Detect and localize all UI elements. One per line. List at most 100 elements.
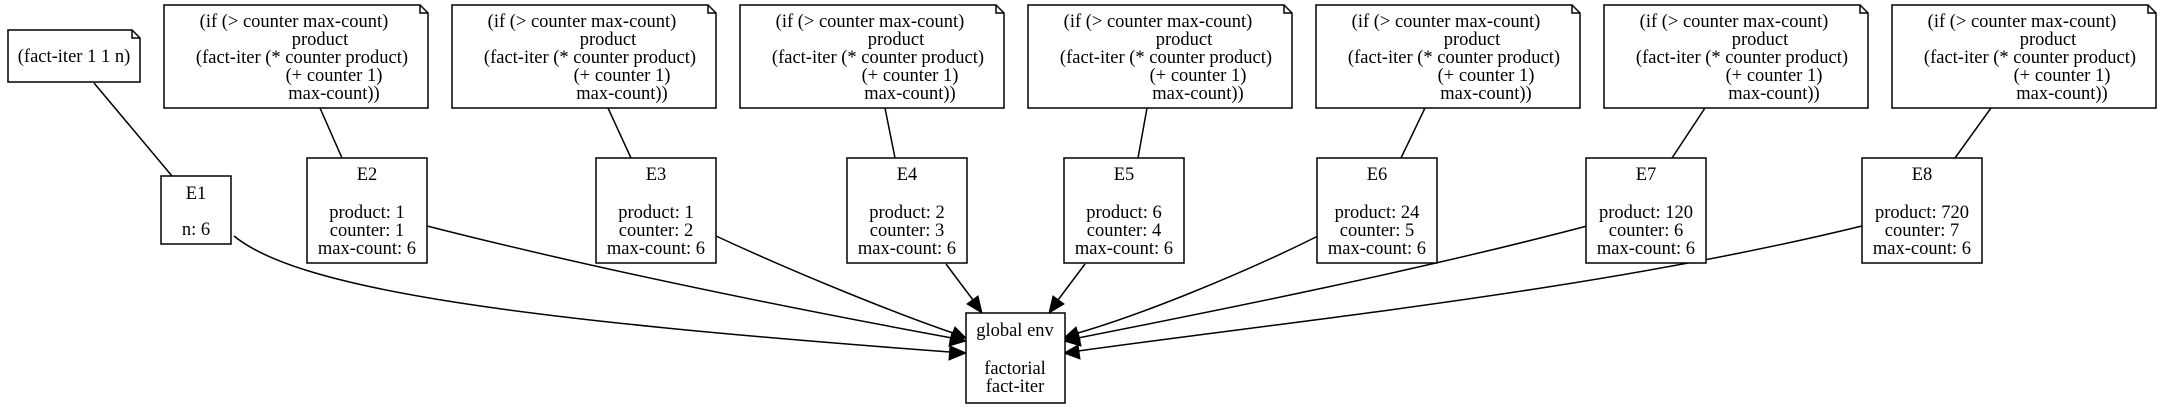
frame-e8-title: E8 bbox=[1912, 165, 1933, 185]
frame-e4-binding-counter: counter: 3 bbox=[870, 221, 945, 241]
frame-e5-binding-product: product: 6 bbox=[1086, 203, 1162, 223]
frame-e2-box bbox=[306, 157, 428, 264]
note-body-fold bbox=[1571, 5, 1580, 14]
frame-e6-title: E6 bbox=[1367, 165, 1388, 185]
frame-e6-binding-counter: counter: 5 bbox=[1340, 221, 1415, 241]
frame-e7-binding-max-count: max-count: 6 bbox=[1597, 239, 1695, 259]
note-body-line-4: (+ counter 1) bbox=[2014, 66, 2111, 86]
note-body-line-2: product bbox=[292, 30, 349, 50]
frame-e8-binding-product: product: 720 bbox=[1875, 203, 1969, 223]
edge-note-e5 bbox=[1137, 107, 1148, 159]
note-body-box bbox=[163, 4, 429, 109]
note-body-fold bbox=[2147, 5, 2156, 14]
frame-e2-title: E2 bbox=[357, 165, 378, 185]
frame-e8-box bbox=[1861, 157, 1983, 264]
frame-e5-title: E5 bbox=[1114, 165, 1135, 185]
frame-e3-box bbox=[595, 157, 717, 264]
note-body-line-3: (fact-iter (* counter product) bbox=[196, 48, 408, 68]
note-body-line-2: product bbox=[1156, 30, 1213, 50]
note-body-box bbox=[1315, 4, 1581, 109]
note-body-line-2: product bbox=[2020, 30, 2077, 50]
frame-e5-binding-max-count: max-count: 6 bbox=[1075, 239, 1173, 259]
note-body-line-5: max-count)) bbox=[1440, 84, 1531, 104]
note-body-line-5: max-count)) bbox=[2016, 84, 2107, 104]
note-body-fold bbox=[1283, 5, 1292, 14]
edge-note-e8 bbox=[1954, 107, 1992, 159]
arrowhead-e7 bbox=[1062, 331, 1082, 347]
frame-e6-box bbox=[1316, 157, 1438, 264]
edge-note-e6 bbox=[1400, 107, 1426, 159]
frame-e4-binding-max-count: max-count: 6 bbox=[858, 239, 956, 259]
note-call-fold bbox=[131, 30, 140, 39]
note-body-line-5: max-count)) bbox=[1728, 84, 1819, 104]
note-body-line-4: (+ counter 1) bbox=[286, 66, 383, 86]
frame-e5-box bbox=[1063, 157, 1185, 264]
edge-e6-global bbox=[1077, 235, 1319, 334]
note-body-box bbox=[451, 4, 717, 109]
note-body-line-5: max-count)) bbox=[576, 84, 667, 104]
note-body-line-1: (if (> counter max-count) bbox=[200, 12, 389, 32]
note-body-3: (if (> counter max-count) product (fact-… bbox=[739, 4, 1005, 109]
frame-e6-binding-max-count: max-count: 6 bbox=[1328, 239, 1426, 259]
arrowhead-e5 bbox=[1048, 295, 1065, 315]
edge-note-e1 bbox=[93, 82, 173, 177]
note-body-line-3: (fact-iter (* counter product) bbox=[772, 48, 984, 68]
frame-e2: E2 product: 1 counter: 1 max-count: 6 bbox=[306, 157, 428, 264]
note-body-line-5: max-count)) bbox=[288, 84, 379, 104]
frame-e3-binding-max-count: max-count: 6 bbox=[607, 239, 705, 259]
frame-e5: E5 product: 6 counter: 4 max-count: 6 bbox=[1063, 157, 1185, 264]
parent-edges bbox=[233, 225, 1863, 361]
edge-note-e2 bbox=[319, 107, 343, 159]
note-body-2: (if (> counter max-count) product (fact-… bbox=[451, 4, 717, 109]
note-body-6: (if (> counter max-count) product (fact-… bbox=[1603, 4, 1869, 109]
note-body-4: (if (> counter max-count) product (fact-… bbox=[1027, 4, 1293, 109]
frame-e7-binding-counter: counter: 6 bbox=[1609, 221, 1684, 241]
global-env: global env factorial fact-iter bbox=[965, 312, 1066, 404]
arrowhead-e1 bbox=[948, 345, 968, 361]
arrowhead-e4 bbox=[966, 295, 983, 315]
note-body-line-3: (fact-iter (* counter product) bbox=[1348, 48, 1560, 68]
edge-e1-global bbox=[233, 235, 951, 353]
frame-e8-binding-counter: counter: 7 bbox=[1885, 221, 1960, 241]
frame-e6: E6 product: 24 counter: 5 max-count: 6 bbox=[1316, 157, 1438, 264]
note-body-line-1: (if (> counter max-count) bbox=[488, 12, 677, 32]
note-body-line-5: max-count)) bbox=[864, 84, 955, 104]
note-body-line-1: (if (> counter max-count) bbox=[1928, 12, 2117, 32]
frame-e3-binding-product: product: 1 bbox=[618, 203, 694, 223]
note-body-line-4: (+ counter 1) bbox=[574, 66, 671, 86]
note-body-box bbox=[1027, 4, 1293, 109]
note-body-fold bbox=[995, 5, 1004, 14]
frame-e3-title: E3 bbox=[646, 165, 667, 185]
note-body-box bbox=[1603, 4, 1869, 109]
note-call: (fact-iter 1 1 n) bbox=[7, 29, 141, 83]
note-body-fold bbox=[1859, 5, 1868, 14]
global-env-box bbox=[965, 312, 1066, 404]
note-body-line-4: (+ counter 1) bbox=[1150, 66, 1247, 86]
edge-e8-global bbox=[1077, 225, 1863, 352]
frame-e4: E4 product: 2 counter: 3 max-count: 6 bbox=[846, 157, 968, 264]
note-body-line-1: (if (> counter max-count) bbox=[1064, 12, 1253, 32]
frame-e6-binding-product: product: 24 bbox=[1335, 203, 1420, 223]
note-call-box bbox=[7, 29, 141, 83]
frame-e7-title: E7 bbox=[1636, 165, 1657, 185]
note-body-fold bbox=[707, 5, 716, 14]
note-body-5: (if (> counter max-count) product (fact-… bbox=[1315, 4, 1581, 109]
edge-note-e7 bbox=[1671, 107, 1706, 159]
note-body-line-2: product bbox=[580, 30, 637, 50]
frame-e4-title: E4 bbox=[897, 165, 918, 185]
note-body-line-2: product bbox=[1732, 30, 1789, 50]
note-body-line-3: (fact-iter (* counter product) bbox=[484, 48, 696, 68]
edge-e3-global bbox=[715, 235, 954, 334]
frame-e2-binding-max-count: max-count: 6 bbox=[318, 239, 416, 259]
note-body-line-3: (fact-iter (* counter product) bbox=[1636, 48, 1848, 68]
frame-e7-box bbox=[1585, 157, 1707, 264]
note-body-line-3: (fact-iter (* counter product) bbox=[1924, 48, 2136, 68]
edge-note-e4 bbox=[884, 107, 896, 159]
edge-note-e3 bbox=[607, 107, 632, 159]
frame-e4-box bbox=[846, 157, 968, 264]
frame-e4-binding-product: product: 2 bbox=[869, 203, 945, 223]
edge-e7-global bbox=[1077, 225, 1588, 339]
frame-e3-binding-counter: counter: 2 bbox=[619, 221, 694, 241]
frame-e1: E1 n: 6 bbox=[160, 175, 232, 245]
